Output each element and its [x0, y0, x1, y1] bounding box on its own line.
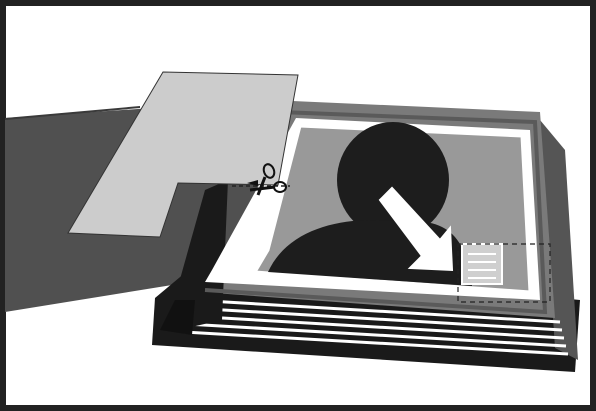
label-box — [462, 244, 502, 284]
